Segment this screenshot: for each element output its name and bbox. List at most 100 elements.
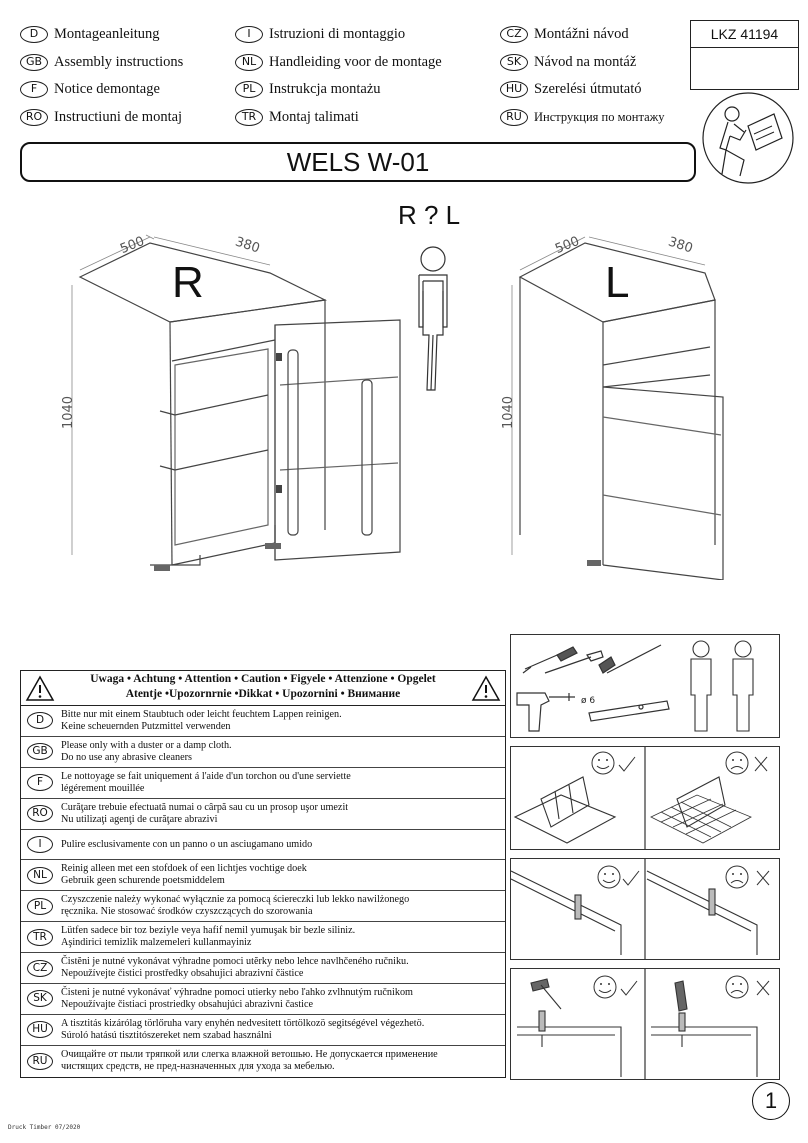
cleaning-warning-table: Uwaga • Achtung • Attention • Caution • … <box>20 670 506 1078</box>
language-code-badge: RO <box>20 108 48 126</box>
language-code-badge: PL <box>235 81 263 98</box>
sad-icon <box>725 751 749 775</box>
language-code-badge: TR <box>235 108 263 126</box>
person-figure <box>418 246 448 391</box>
warning-text: Please only with a duster or a damp clot… <box>61 739 232 763</box>
smile-icon <box>597 865 621 889</box>
sad-icon <box>725 975 749 999</box>
warning-header: Uwaga • Achtung • Attention • Caution • … <box>21 671 505 706</box>
variant-right-label: R <box>172 258 204 307</box>
language-label: Instructiuni de montaj <box>54 108 183 125</box>
warning-header-line2: Atentje •Upozornrnie •Dikkat • Upozornin… <box>125 688 401 700</box>
language-item: D Montageanleitung <box>20 26 160 43</box>
sad-icon <box>725 865 749 889</box>
language-code-badge: TR <box>27 928 53 946</box>
language-label: Assembly instructions <box>54 53 184 70</box>
language-code-badge: I <box>235 26 263 43</box>
warning-text: Czyszczenie należy wykonać wyłącznie za … <box>61 894 410 918</box>
language-item: PL Instrukcja montażu <box>235 81 381 98</box>
warning-row: I Pulire esclusivamente con un panno o un… <box>21 830 505 861</box>
language-code-badge: GB <box>27 743 53 761</box>
warning-text: A tisztitás kizárólag törlőruha vary eny… <box>61 1017 425 1041</box>
warning-text: Очищайте от пыли тряпкой или слегка влаж… <box>61 1049 438 1073</box>
orientation-question: R ? L <box>398 200 461 230</box>
language-code-badge: HU <box>27 1021 53 1039</box>
language-label: Szerelési útmutató <box>534 81 642 97</box>
check-icon <box>618 756 636 772</box>
language-code-badge: NL <box>27 866 53 884</box>
language-code-badge: HU <box>500 81 528 98</box>
warning-row: CZ Čistĕni je nutné vykonávat výhradne po… <box>21 953 505 985</box>
language-code-badge: SK <box>500 53 528 71</box>
tools-panel: ø 6 <box>510 634 780 738</box>
product-code-box: LKZ 41194 <box>690 20 799 90</box>
language-label: Návod na montáž <box>534 53 637 70</box>
dowel-wrong-illustration <box>646 870 758 955</box>
language-label: Инструкция по монтажу <box>534 109 665 124</box>
check-icon <box>622 870 640 886</box>
language-label: Handleiding voor de montage <box>269 53 442 70</box>
two-person-icon <box>690 640 754 732</box>
language-code-badge: D <box>20 26 48 43</box>
smile-icon <box>593 975 617 999</box>
check-icon <box>620 980 638 996</box>
language-item: RO Instructiuni de montaj <box>20 108 183 126</box>
cross-icon <box>756 870 770 886</box>
language-code-badge: F <box>27 774 53 792</box>
language-item: CZ Montážni návod <box>500 26 629 43</box>
language-code-badge: CZ <box>500 26 528 43</box>
language-label: Montaj talimati <box>269 108 359 125</box>
warning-triangle-icon <box>25 675 55 701</box>
language-item: GB Assembly instructions <box>20 53 184 71</box>
warning-header-line1: Uwaga • Achtung • Attention • Caution • … <box>90 673 436 685</box>
bad-floor-illustration <box>650 776 752 844</box>
warning-text: Pulire esclusivamente con un panno o un … <box>61 838 313 850</box>
warning-text: Čistĕni je nutné vykonávat výhradne pomo… <box>61 956 409 980</box>
cabinet-left-drawing <box>511 236 724 580</box>
hammer-panel <box>510 968 780 1080</box>
dowel-correct-illustration <box>510 870 622 955</box>
print-note: Druck Timber 07/2020 <box>8 1124 81 1131</box>
warning-text: Le nottoyage se fait uniquement á l'aide… <box>61 770 351 794</box>
language-code-badge: I <box>27 836 53 853</box>
cross-icon <box>754 756 768 772</box>
language-label: Montážni návod <box>534 26 629 42</box>
tools-illustration: ø 6 <box>516 640 754 732</box>
dim-height-left: 1040 <box>501 395 517 430</box>
language-item: HU Szerelési útmutató <box>500 81 642 98</box>
language-code-badge: NL <box>235 53 263 71</box>
warning-text: Čisteni je nutné vykonávať výhradne pomo… <box>61 986 413 1010</box>
language-code-badge: CZ <box>27 959 53 977</box>
dowel-panel <box>510 858 780 960</box>
product-title: WELS W-01 <box>20 142 696 182</box>
language-label: Instrukcja montażu <box>269 81 381 97</box>
language-code-badge: RU <box>500 108 528 126</box>
warning-row: SK Čisteni je nutné vykonávať výhradne po… <box>21 984 505 1015</box>
language-code-badge: SK <box>27 990 53 1008</box>
cabinet-right-drawing <box>71 234 401 571</box>
language-code-badge: D <box>27 712 53 730</box>
good-floor-illustration <box>513 776 617 844</box>
warning-row: F Le nottoyage se fait uniquement á l'aid… <box>21 768 505 799</box>
language-label: Montageanleitung <box>54 26 160 42</box>
language-item: NL Handleiding voor de montage <box>235 53 442 71</box>
warning-text: Curăţare trebuie efectuată numai o cârpă… <box>61 801 349 825</box>
language-label: Notice demontage <box>54 81 160 97</box>
language-code-badge: RO <box>27 805 53 823</box>
protection-panel <box>510 746 780 850</box>
warning-row: HU A tisztitás kizárólag törlőruha vary e… <box>21 1015 505 1046</box>
dim-height-right: 1040 <box>61 395 77 430</box>
page-number: 1 <box>752 1082 790 1120</box>
hammer-correct-illustration <box>517 978 622 1077</box>
smile-icon <box>591 751 615 775</box>
language-code-badge: GB <box>20 53 48 71</box>
variant-left-label: L <box>605 258 630 307</box>
